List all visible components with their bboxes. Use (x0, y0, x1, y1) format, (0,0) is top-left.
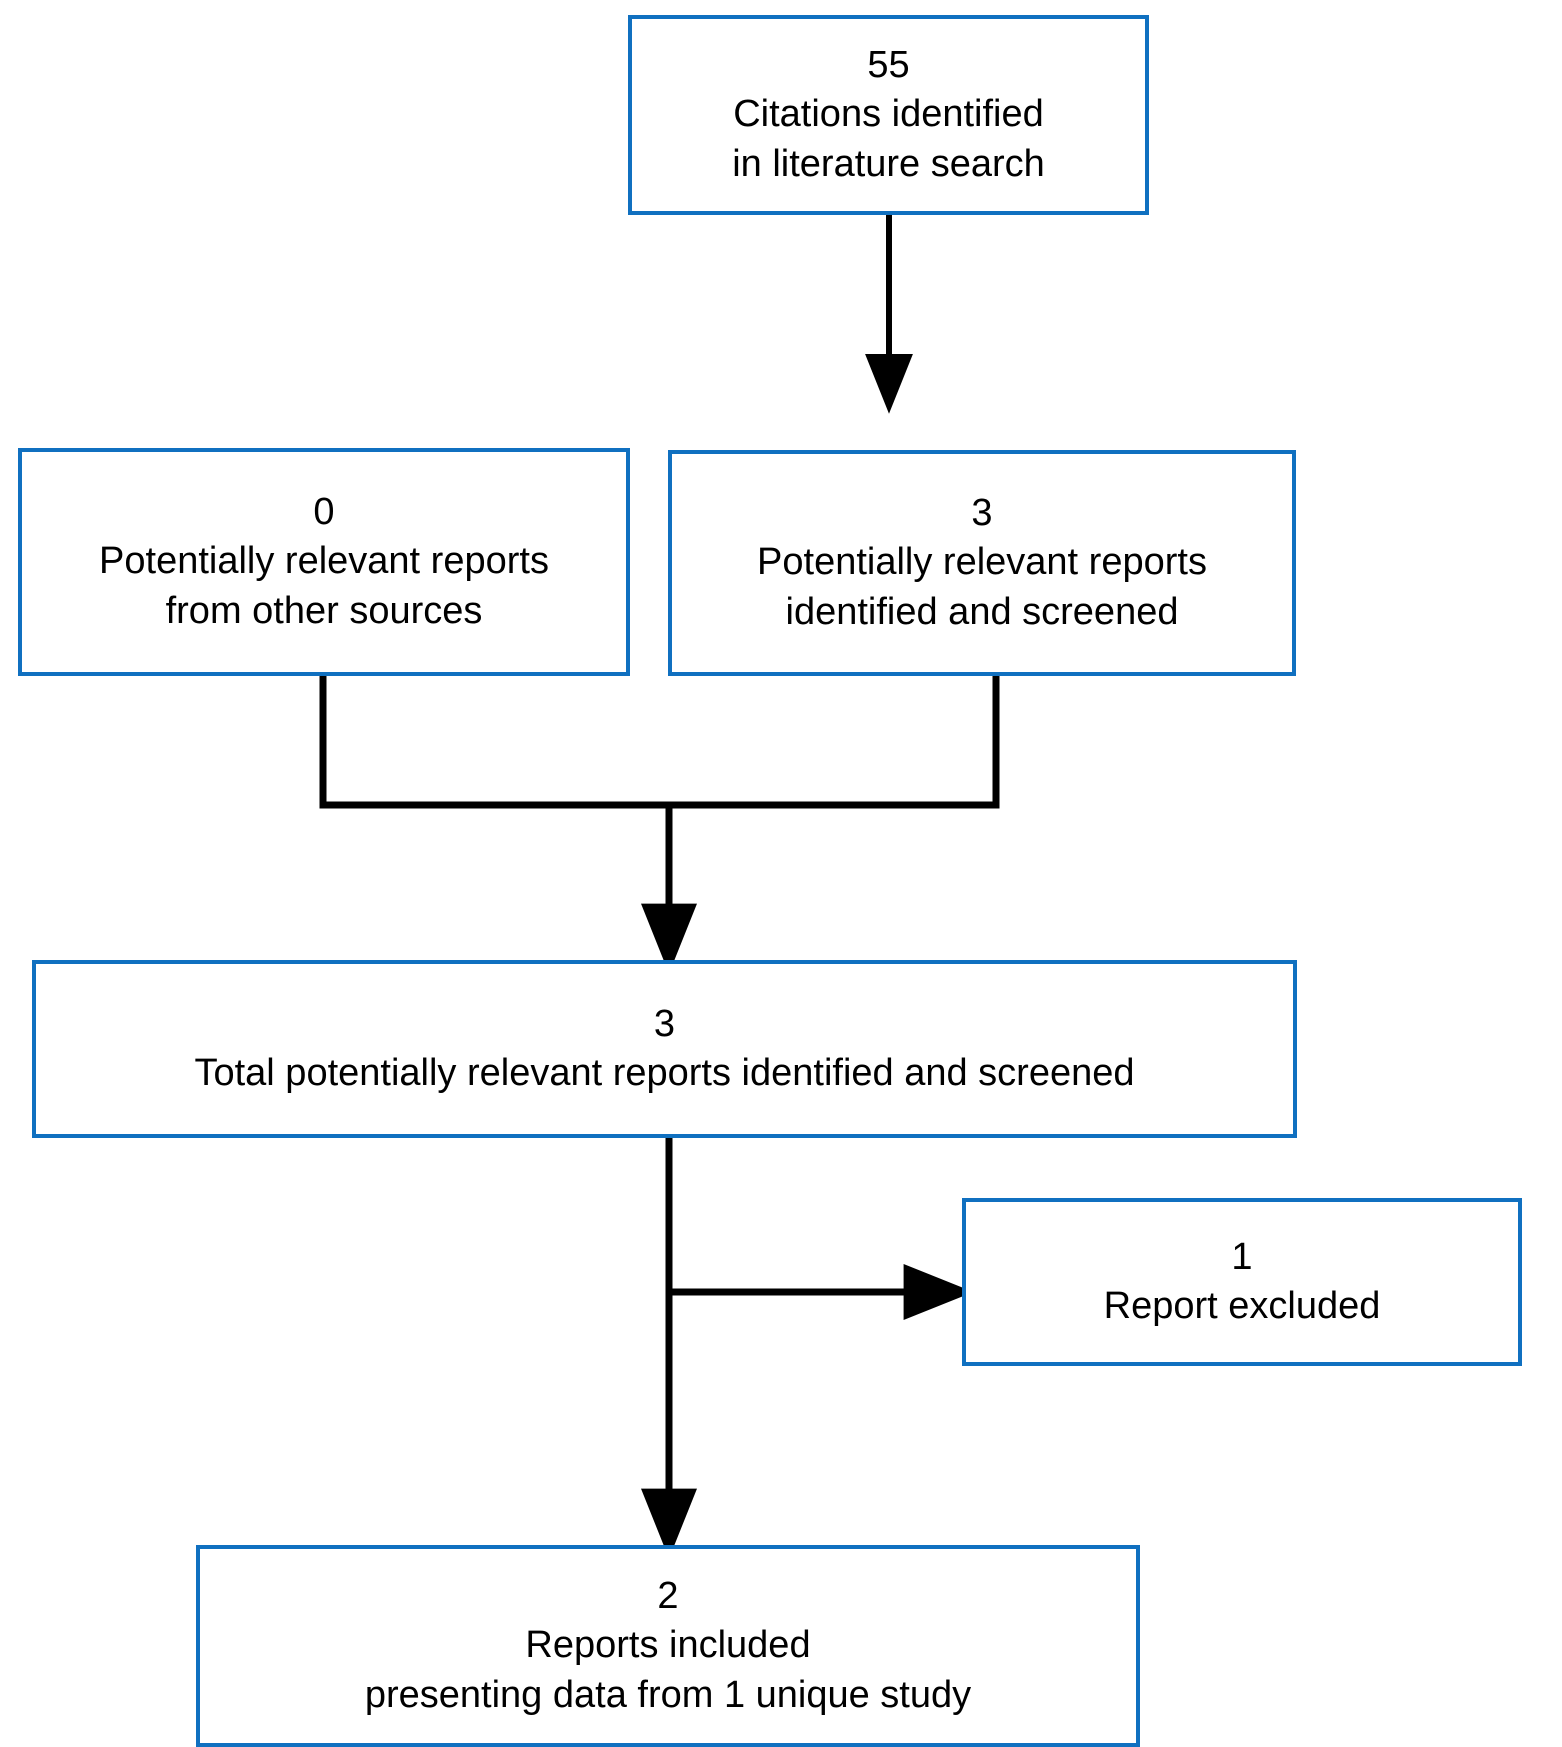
node-reports-screened[interactable]: 3 Potentially relevant reports identifie… (668, 450, 1296, 676)
node-label: Potentially relevant reports from other … (99, 540, 549, 632)
node-count: 0 (313, 490, 335, 533)
edge-other-sources-to-total (319, 676, 669, 809)
node-report-excluded[interactable]: 1 Report excluded (962, 1198, 1522, 1366)
node-label: Citations identified in literature searc… (732, 93, 1045, 185)
node-other-sources[interactable]: 0 Potentially relevant reports from othe… (18, 448, 630, 676)
node-label: Reports included presenting data from 1 … (364, 1624, 972, 1716)
node-total-reports-screened[interactable]: 3 Total potentially relevant reports ide… (32, 960, 1297, 1138)
edge-screened-to-total (669, 676, 1000, 809)
node-reports-included[interactable]: 2 Reports included presenting data from … (196, 1545, 1140, 1747)
node-label: Potentially relevant reports identified … (757, 541, 1207, 633)
node-count: 3 (971, 491, 993, 534)
node-count: 55 (867, 43, 910, 86)
node-citations-identified[interactable]: 55 Citations identified in literature se… (628, 15, 1149, 215)
node-label: Report excluded (1103, 1285, 1381, 1327)
node-count: 1 (1231, 1235, 1253, 1278)
node-count: 2 (657, 1574, 679, 1617)
node-label: Total potentially relevant reports ident… (194, 1052, 1135, 1094)
node-count: 3 (653, 1002, 676, 1045)
